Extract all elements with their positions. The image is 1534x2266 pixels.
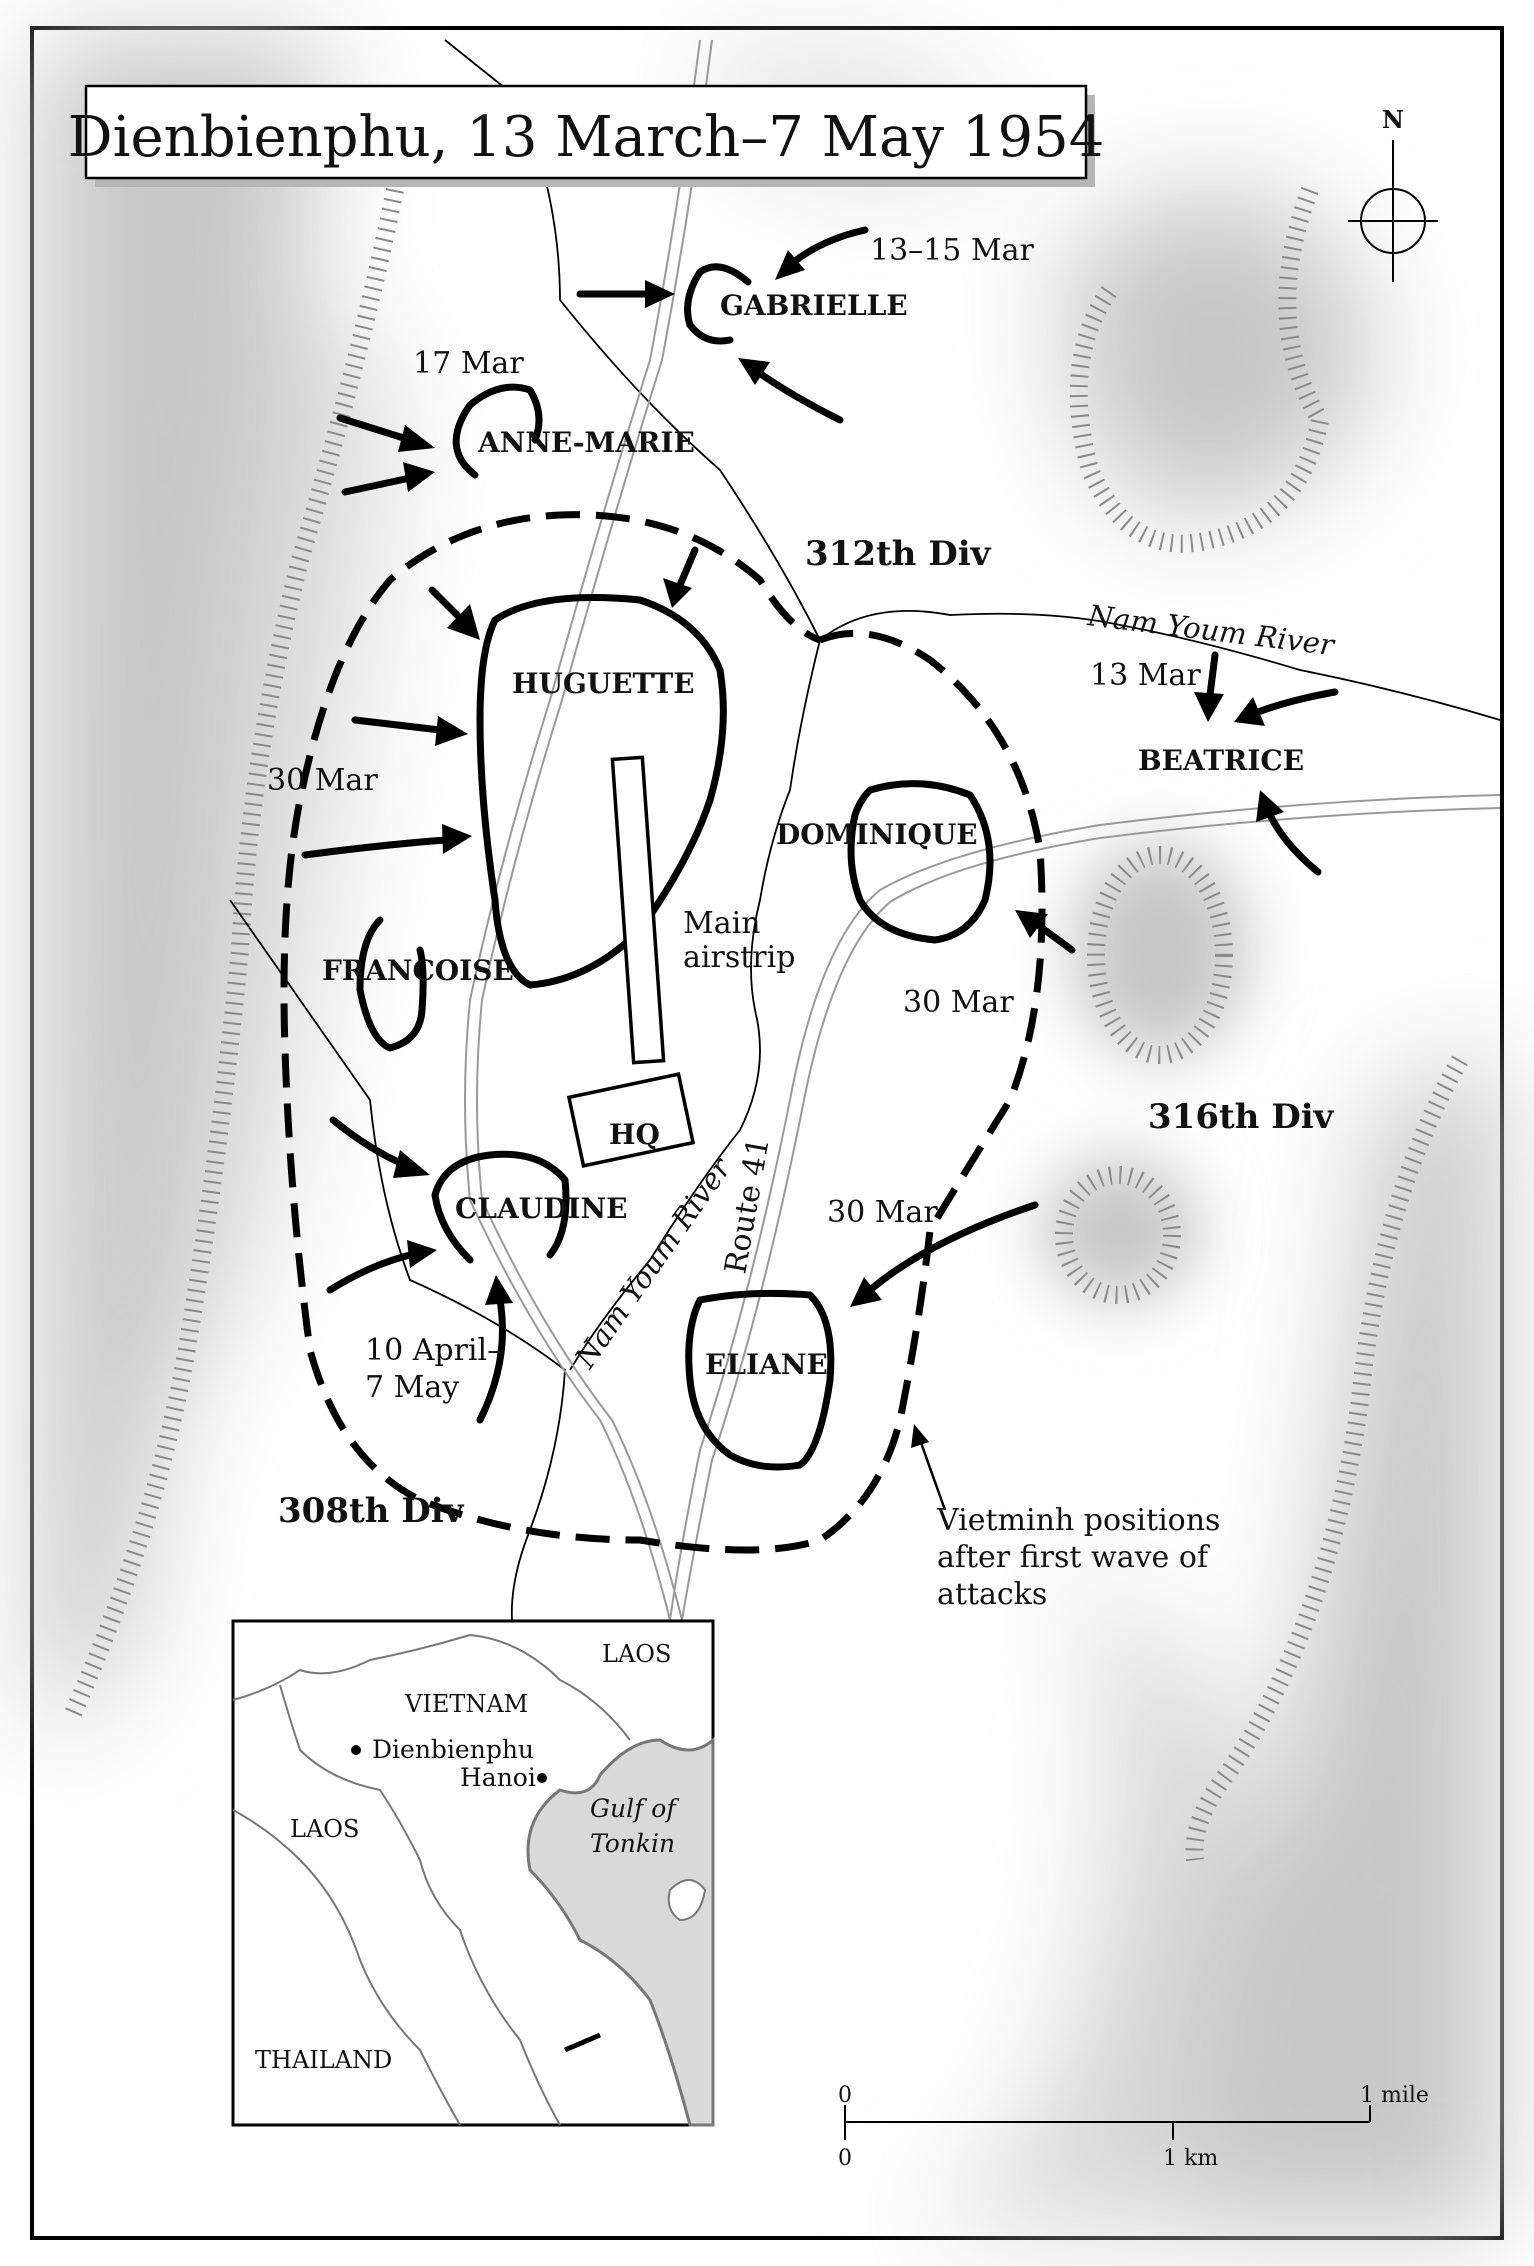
inset-gulf-1: Gulf of: [590, 1794, 679, 1823]
vietminh-perimeter: [280, 511, 1046, 1554]
scale-km-end: 1 km: [1163, 2146, 1218, 2171]
label-hq: HQ: [609, 1118, 660, 1151]
scale-km-zero: 0: [838, 2146, 852, 2171]
hanoi-dot: [537, 1773, 547, 1783]
label-anne-marie: ANNE-MARIE: [477, 426, 695, 459]
arrow-annemarie-2: [341, 462, 435, 496]
inset-hanoi: Hanoi: [460, 1763, 536, 1792]
scale-mile-zero: 0: [838, 2083, 852, 2108]
arrow-huguette-nw: [428, 586, 480, 640]
dominique-outline: [847, 780, 994, 944]
label-eliane: ELIANE: [705, 1348, 828, 1381]
label-francoise: FRANCOISE: [322, 954, 514, 987]
legend-pointer: [911, 1424, 947, 1511]
division-312: 312th Div: [805, 534, 992, 574]
label-gabrielle: GABRIELLE: [720, 289, 908, 322]
arrow-gabrielle-se: [738, 358, 844, 424]
date-beatrice: 13 Mar: [1090, 658, 1201, 693]
title-box: [84, 84, 1088, 180]
strongpoints: [356, 263, 994, 1471]
arrow-beatrice-ne: [1234, 688, 1339, 726]
gabrielle-outline: [684, 263, 752, 345]
route-41: [464, 39, 1501, 1621]
arrow-francoise-claudine: [329, 1116, 430, 1178]
arrow-beatrice-n: [1194, 651, 1224, 722]
division-316: 316th Div: [1148, 1097, 1335, 1137]
label-airstrip-1: Main: [683, 906, 761, 941]
arrow-eliane: [850, 1201, 1039, 1307]
attack-arrows: [301, 226, 1339, 1511]
main-airstrip: [610, 755, 666, 1065]
label-huguette: HUGUETTE: [512, 667, 695, 700]
scale-mile-end: 1 mile: [1360, 2083, 1429, 2108]
compass-rose-icon: [1348, 140, 1438, 282]
arrow-huguette-w1: [351, 716, 468, 746]
arrow-gabrielle-ne: [775, 226, 869, 280]
arrow-annemarie-1: [336, 414, 435, 452]
date-gabrielle: 13–15 Mar: [870, 233, 1034, 268]
legend-line-1: Vietminh positions: [936, 1503, 1220, 1538]
label-beatrice: BEATRICE: [1138, 744, 1304, 777]
arrow-claudine-w: [326, 1240, 437, 1294]
arrow-gabrielle-w: [576, 280, 675, 308]
francoise-outline: [356, 916, 427, 1052]
inset-map: [231, 1619, 715, 2127]
legend-line-3: attacks: [937, 1577, 1047, 1612]
inset-vietnam: VIETNAM: [404, 1690, 528, 1718]
date-huguette: 30 Mar: [267, 763, 378, 798]
date-claudine-1: 10 April–: [365, 1333, 502, 1368]
inset-thailand: THAILAND: [255, 2046, 392, 2074]
legend-line-2: after first wave of: [937, 1540, 1210, 1575]
map-title: Dienbienphu, 13 March–7 May 1954: [68, 105, 1105, 170]
inset-sea: [526, 1736, 715, 2127]
label-claudine: CLAUDINE: [455, 1192, 627, 1225]
arrow-huguette-w2: [301, 824, 472, 859]
hq-box: [566, 1072, 696, 1168]
scale-bar: [844, 2105, 1371, 2140]
arrow-beatrice-se: [1256, 790, 1322, 876]
eliane-outline: [685, 1289, 835, 1471]
date-dominique: 30 Mar: [903, 985, 1014, 1020]
label-dominique: DOMINIQUE: [776, 818, 978, 851]
inset-dienbienphu: Dienbienphu: [372, 1735, 534, 1764]
inset-laos-west: LAOS: [290, 1815, 359, 1843]
arrow-huguette-n: [663, 546, 699, 608]
anne-marie-outline: [452, 383, 543, 479]
inset-gulf-2: Tonkin: [590, 1829, 675, 1858]
ridge-lines: [61, 186, 1468, 1862]
arrow-dominique: [1015, 910, 1076, 954]
date-claudine-2: 7 May: [365, 1370, 459, 1405]
claudine-outline: [431, 1150, 570, 1264]
inset-island: [667, 1879, 707, 1922]
inset-laos-north: LAOS: [602, 1640, 671, 1668]
compass-north-label: N: [1382, 105, 1404, 134]
date-anne-marie: 17 Mar: [413, 346, 524, 381]
date-eliane: 30 Mar: [827, 1195, 938, 1230]
division-308: 308th Div: [278, 1491, 465, 1531]
label-airstrip-2: airstrip: [683, 940, 795, 975]
dienbienphu-dot: [351, 1745, 361, 1755]
arrow-claudine-s: [476, 1275, 513, 1424]
